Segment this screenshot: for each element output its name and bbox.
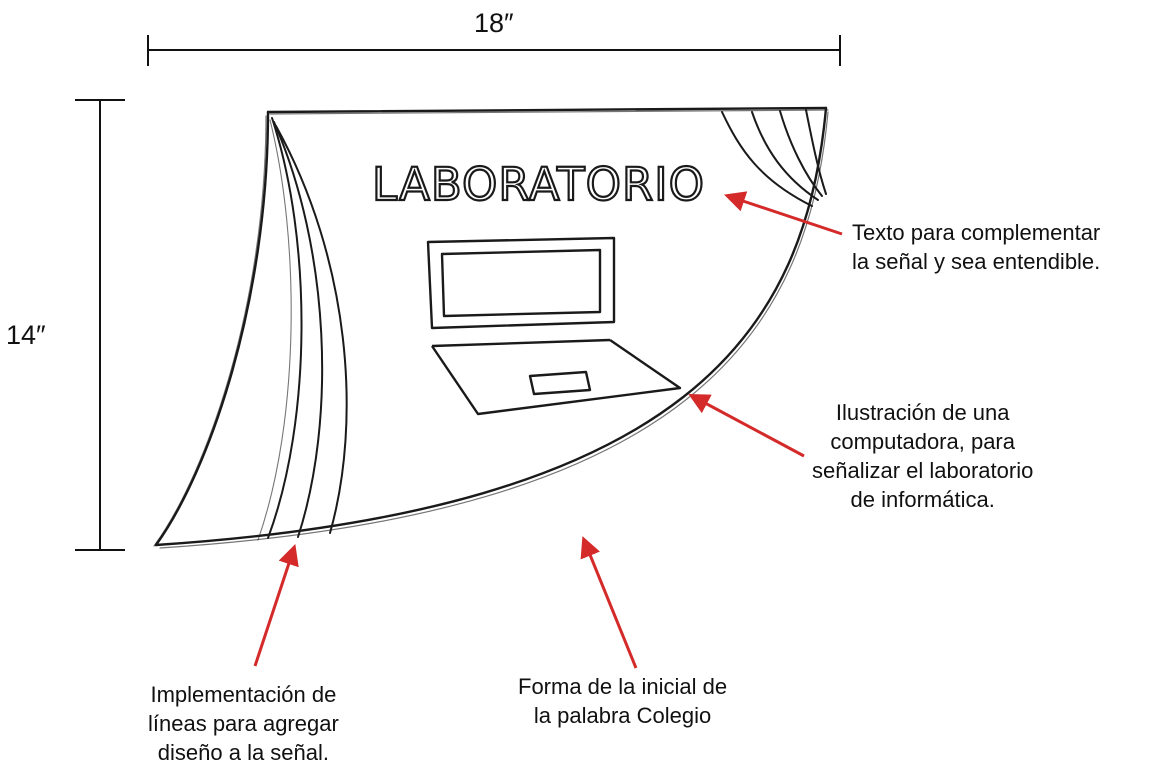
illustration-annotation: Ilustración de una computadora, para señ…: [812, 398, 1033, 514]
text-annotation: Texto para complementar la señal y sea e…: [852, 218, 1100, 276]
annotation-line: Texto para complementar: [852, 220, 1101, 245]
annotation-line: diseño a la señal.: [157, 740, 330, 765]
height-dimension: [75, 99, 125, 551]
annotation-line: Ilustración de una: [835, 400, 1010, 425]
sign-title: LABORATORIO: [372, 158, 705, 211]
annotation-line: Forma de la inicial de: [518, 674, 728, 699]
arrow-to-lines: [253, 544, 299, 667]
annotation-line: la señal y sea entendible.: [852, 249, 1101, 274]
laptop-icon: [426, 236, 682, 416]
arrow-to-laptop: [688, 394, 805, 458]
annotation-line: de informática.: [850, 487, 995, 512]
shape-annotation: Forma de la inicial de la palabra Colegi…: [518, 672, 727, 730]
arrow-to-title: [724, 191, 843, 236]
width-dimension: [147, 35, 841, 66]
height-label: 14″: [6, 320, 46, 350]
annotation-line: Implementación de: [150, 682, 337, 707]
arrow-to-shape: [580, 536, 638, 669]
decorative-lines-left: [257, 117, 348, 541]
annotation-line: la palabra Colegio: [533, 703, 712, 728]
annotation-arrows: [253, 191, 843, 669]
annotation-line: líneas para agregar: [148, 711, 339, 736]
lines-annotation: Implementación de líneas para agregar di…: [148, 680, 339, 767]
annotation-line: computadora, para: [830, 429, 1015, 454]
decorative-lines-right: [721, 109, 827, 207]
annotation-line: señalizar el laboratorio: [812, 458, 1034, 483]
width-label: 18″: [474, 8, 514, 38]
